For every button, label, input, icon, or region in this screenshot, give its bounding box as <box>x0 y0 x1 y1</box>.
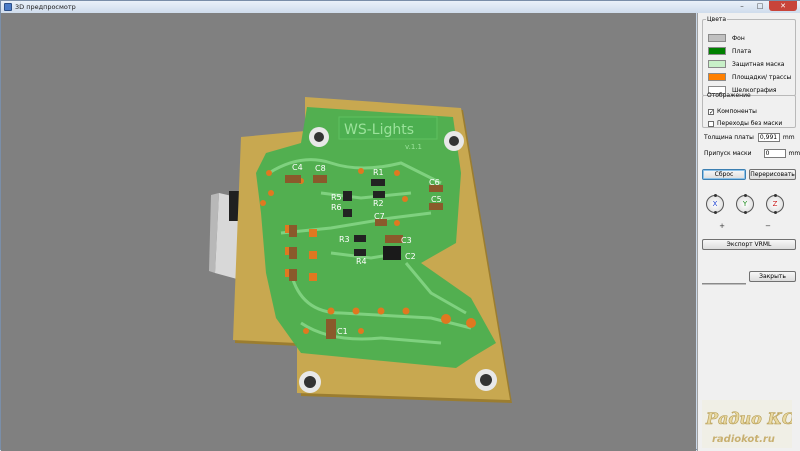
radiokot-logo: Радио КОТ radiokot.ru <box>702 400 800 448</box>
silk-c5: C5 <box>431 195 442 204</box>
board-thickness-input[interactable]: 0,991 <box>757 133 780 142</box>
pcb-title: WS-Lights <box>344 122 414 138</box>
silk-r6: R6 <box>331 203 342 212</box>
window-title: 3D предпросмотр <box>15 3 76 11</box>
vias-option[interactable]: Переходы без маски <box>708 120 782 127</box>
speed-slider[interactable] <box>702 281 746 287</box>
settings-panel: Цвета Фон Плата Защитная маска Площадки/… <box>697 13 800 451</box>
zoom-in-button[interactable]: + <box>714 221 730 231</box>
pcb-3d-render: WS-Lights v.1.1 C4 C8 R1 R5 R2 R6 C6 C5 … <box>1 13 696 451</box>
vias-label: Переходы без маски <box>717 120 783 127</box>
close-button[interactable]: Закрыть <box>749 271 796 282</box>
components-option[interactable]: ✓ Компоненты <box>708 108 757 115</box>
logo-site: radiokot.ru <box>712 434 775 445</box>
silk-c7: C7 <box>374 212 385 221</box>
traces <box>268 158 472 345</box>
components-checkbox[interactable]: ✓ <box>708 108 715 116</box>
minimize-button[interactable]: – <box>740 2 744 10</box>
color-label-board: Плата <box>732 47 752 55</box>
mask-margin-input[interactable]: 0 <box>763 149 786 158</box>
app-icon <box>4 3 12 11</box>
rotate-z-button[interactable]: Z <box>766 194 784 214</box>
connector-side <box>209 193 219 273</box>
radiokot-watermark: Радио КОТ radiokot.ru <box>702 400 800 448</box>
color-swatch-pads[interactable] <box>708 73 726 81</box>
zoom-out-button[interactable]: − <box>760 221 776 231</box>
mask-margin-row: Припуск маски 0 mm <box>704 149 800 158</box>
silk-r3: R3 <box>339 235 350 244</box>
components-label: Компоненты <box>717 108 757 115</box>
color-row-background[interactable]: Фон <box>708 33 745 43</box>
title-bar[interactable]: 3D предпросмотр – □ ✕ <box>1 1 800 13</box>
logo-text: Радио КОТ <box>705 409 792 428</box>
silk-c1: C1 <box>337 327 348 336</box>
silk-r4: R4 <box>356 257 367 266</box>
close-window-button[interactable]: ✕ <box>769 1 797 11</box>
display-legend: Отображение <box>707 92 751 99</box>
components <box>285 175 443 339</box>
redraw-button[interactable]: Перерисовать <box>749 169 796 180</box>
board-thickness-row: Толщина платы 0,991 mm <box>704 133 795 142</box>
pcb-version: v.1.1 <box>405 143 422 151</box>
slider-track[interactable] <box>702 283 746 285</box>
color-label-background: Фон <box>732 34 745 42</box>
silk-c6: C6 <box>429 178 440 187</box>
mounting-holes <box>299 127 497 393</box>
silk-c2: C2 <box>405 252 416 261</box>
rotate-y-button[interactable]: Y <box>736 194 754 214</box>
color-label-silk: Шелкография <box>732 86 777 94</box>
silk-c3: C3 <box>401 236 412 245</box>
color-swatch-silk[interactable] <box>708 86 726 94</box>
3d-viewport[interactable]: WS-Lights v.1.1 C4 C8 R1 R5 R2 R6 C6 C5 … <box>1 13 696 451</box>
color-swatch-background[interactable] <box>708 34 726 42</box>
color-row-board[interactable]: Плата <box>708 46 751 56</box>
display-group: Отображение ✓ Компоненты Переходы без ма… <box>702 92 796 128</box>
vias-checkbox[interactable] <box>708 120 714 127</box>
silk-c4: C4 <box>292 163 303 172</box>
colors-group: Цвета Фон Плата Защитная маска Площадки/… <box>702 16 796 96</box>
window-controls: – □ ✕ <box>733 1 797 13</box>
color-row-pads[interactable]: Площадки/ трассы <box>708 72 791 82</box>
mask-margin-unit: mm <box>788 150 800 157</box>
silk-r1: R1 <box>373 168 384 177</box>
zoom-out-icon: − <box>765 222 771 230</box>
color-label-mask: Защитная маска <box>732 60 785 68</box>
color-label-pads: Площадки/ трассы <box>732 73 792 81</box>
board-thickness-label: Толщина платы <box>704 134 754 141</box>
zoom-in-icon: + <box>719 222 725 230</box>
maximize-button[interactable]: □ <box>756 2 764 10</box>
export-vrml-button[interactable]: Экспорт VRML <box>702 239 796 250</box>
silk-c8: C8 <box>315 164 326 173</box>
rotate-x-button[interactable]: X <box>706 194 724 214</box>
color-swatch-mask[interactable] <box>708 60 726 68</box>
color-row-silk[interactable]: Шелкография <box>708 85 777 95</box>
mask-margin-label: Припуск маски <box>704 150 752 157</box>
silk-r2: R2 <box>373 199 384 208</box>
color-swatch-board[interactable] <box>708 47 726 55</box>
board-thickness-unit: mm <box>782 134 795 141</box>
title-block <box>338 116 438 140</box>
solder-mask <box>256 107 496 368</box>
reset-button[interactable]: Сброс <box>702 169 746 180</box>
silk-r5: R5 <box>331 193 342 202</box>
colors-legend: Цвета <box>707 16 727 23</box>
color-row-mask[interactable]: Защитная маска <box>708 59 785 69</box>
